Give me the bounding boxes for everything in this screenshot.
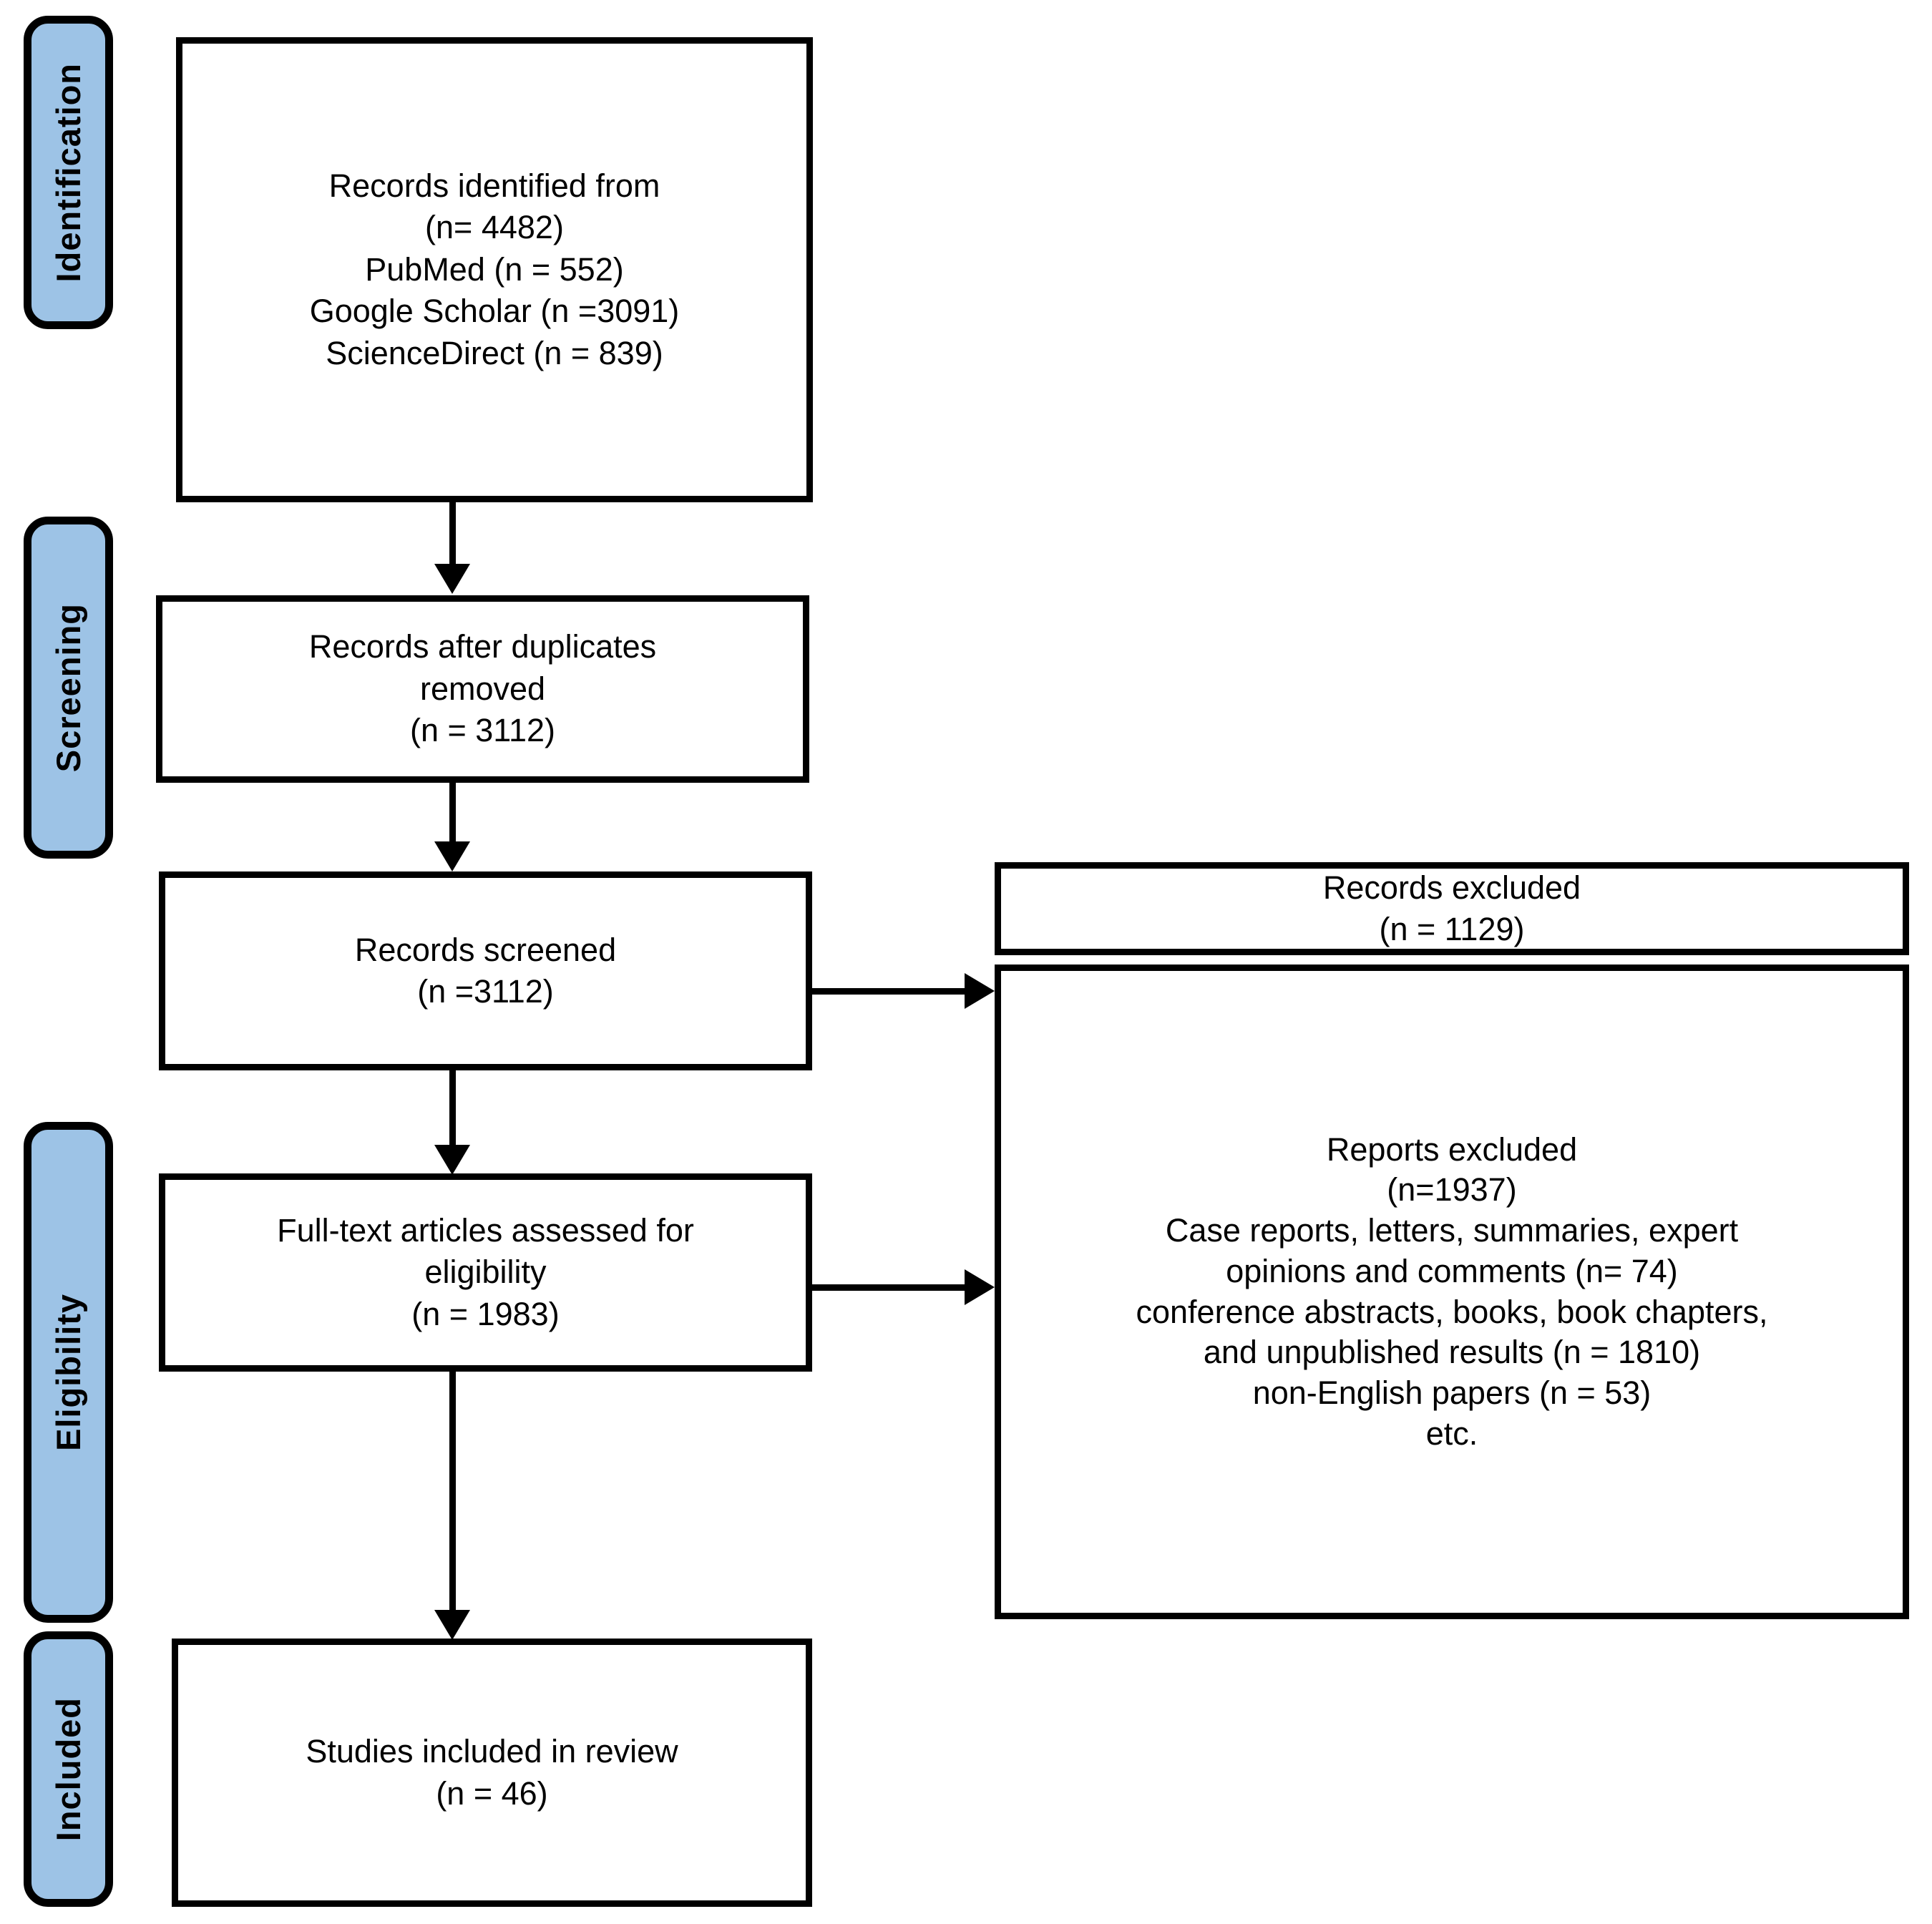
- box-studies-included: Studies included in review (n = 46): [172, 1639, 812, 1907]
- box-duplicates-removed: Records after duplicates removed (n = 31…: [156, 595, 809, 783]
- arrowhead-fulltext-to-reports-excluded: [965, 1269, 995, 1305]
- box-records-excluded-text: Records excluded (n = 1129): [1322, 869, 1581, 948]
- box-records-screened: Records screened (n =3112): [159, 871, 812, 1070]
- box-studies-included-text: Studies included in review (n = 46): [306, 1733, 678, 1812]
- arrowhead-screened-to-fulltext: [434, 1145, 470, 1175]
- stage-label-identification: Identification: [49, 62, 87, 283]
- connector-identified-to-duplicates: [449, 502, 456, 565]
- connector-fulltext-to-included: [449, 1372, 456, 1618]
- connector-screened-to-excluded: [812, 988, 971, 995]
- box-records-identified-text: Records identified from (n= 4482) PubMed…: [309, 167, 680, 371]
- connector-fulltext-to-reports-excluded: [812, 1284, 971, 1291]
- arrowhead-fulltext-to-included: [434, 1610, 470, 1640]
- box-fulltext-assessed-text: Full-text articles assessed for eligibil…: [277, 1211, 694, 1332]
- stage-pill-included: Included: [24, 1631, 113, 1907]
- stage-pill-eligibility: Eligibility: [24, 1122, 113, 1623]
- connector-screened-to-fulltext: [449, 1070, 456, 1153]
- box-records-identified: Records identified from (n= 4482) PubMed…: [176, 37, 813, 502]
- arrowhead-duplicates-to-screened: [434, 841, 470, 871]
- box-reports-excluded: Reports excluded (n=1937) Case reports, …: [995, 965, 1909, 1619]
- arrowhead-screened-to-excluded: [965, 973, 995, 1009]
- box-duplicates-removed-text: Records after duplicates removed (n = 31…: [308, 628, 657, 749]
- stage-label-eligibility: Eligibility: [49, 1294, 87, 1451]
- stage-label-included: Included: [49, 1696, 87, 1842]
- box-records-excluded: Records excluded (n = 1129): [995, 862, 1909, 955]
- stage-pill-identification: Identification: [24, 16, 113, 329]
- box-fulltext-assessed: Full-text articles assessed for eligibil…: [159, 1173, 812, 1372]
- box-records-screened-text: Records screened (n =3112): [354, 931, 617, 1010]
- box-reports-excluded-text: Reports excluded (n=1937) Case reports, …: [1136, 1131, 1768, 1452]
- arrowhead-identified-to-duplicates: [434, 564, 470, 594]
- stage-pill-screening: Screening: [24, 517, 113, 859]
- connector-duplicates-to-screened: [449, 783, 456, 844]
- stage-label-screening: Screening: [49, 602, 87, 773]
